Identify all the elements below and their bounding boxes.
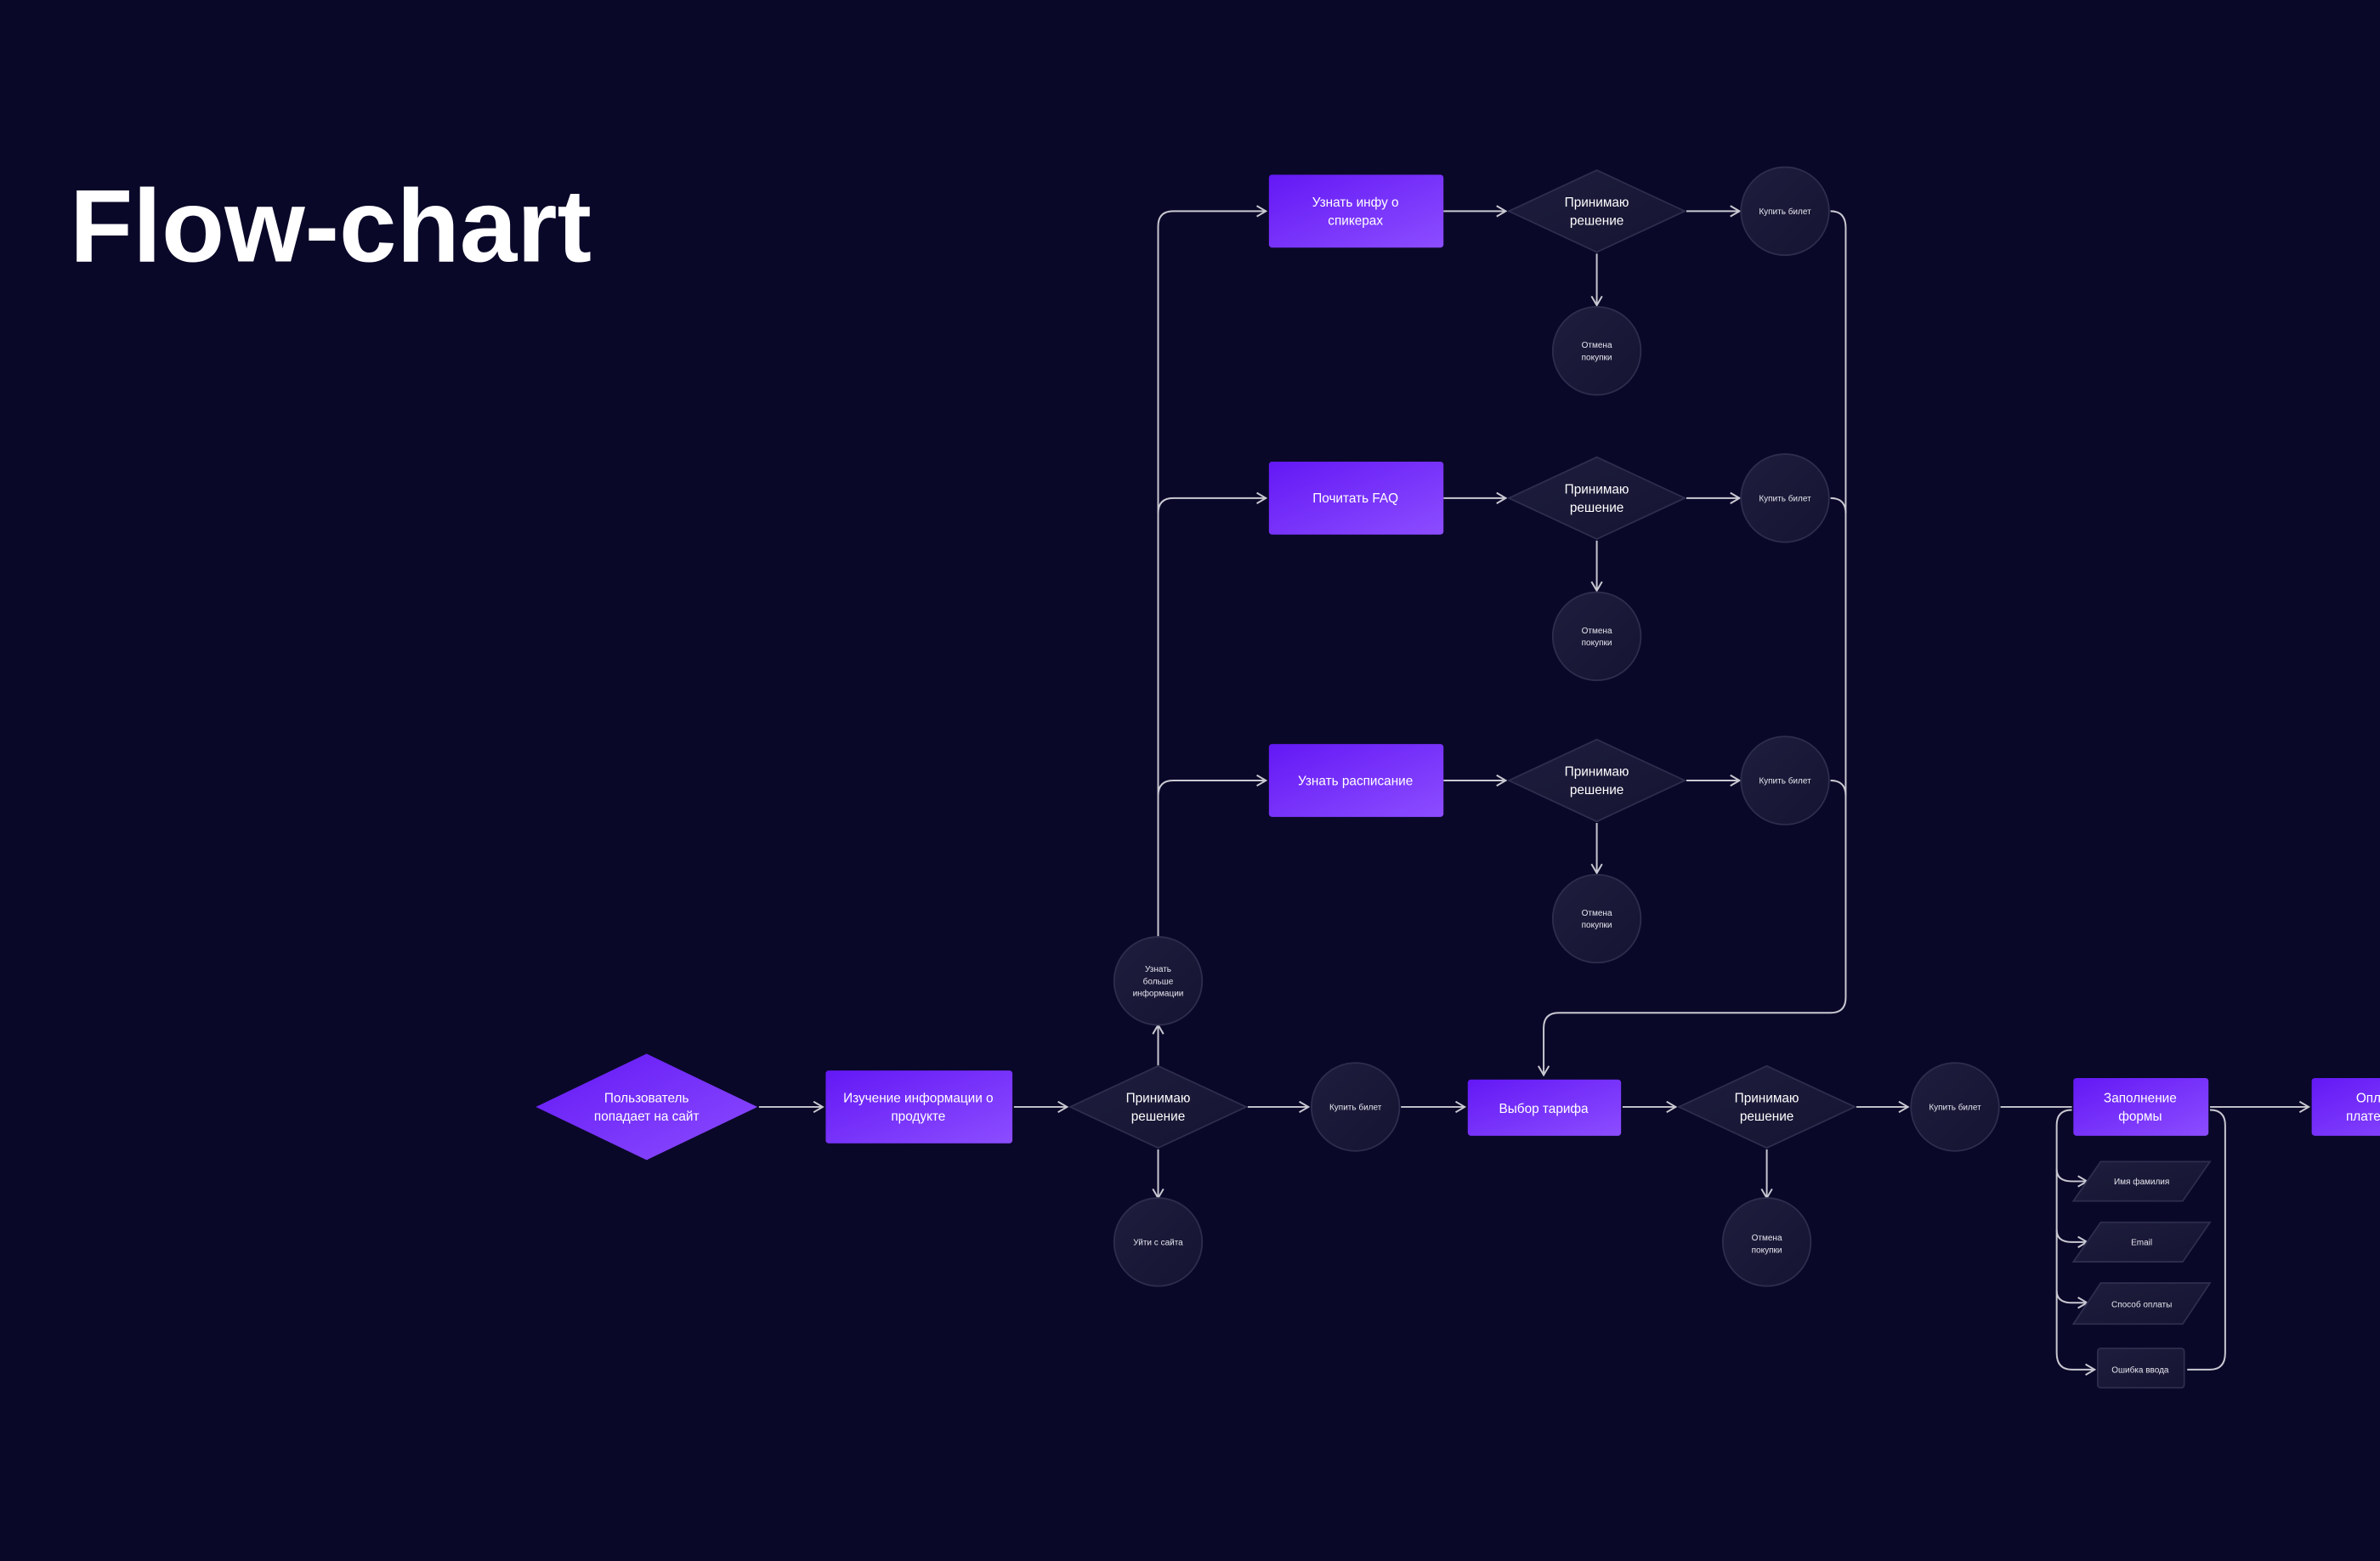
decision-label-1: Принимаю bbox=[1565, 765, 1629, 780]
buy-node-speakers[interactable]: Купить билет bbox=[1740, 166, 1830, 257]
decision-schedule[interactable]: Принимаю решение bbox=[1506, 738, 1687, 823]
cancel-label-1: Отмена bbox=[1582, 909, 1612, 918]
buy-label: Купить билет bbox=[1759, 207, 1811, 217]
start-label-2: попадает на сайт bbox=[594, 1110, 700, 1124]
tariff-node[interactable]: Выбор тарифа bbox=[1467, 1079, 1622, 1136]
connectors bbox=[758, 211, 2309, 1370]
more-info-node[interactable]: Узнать больше информации bbox=[1113, 936, 1204, 1026]
study-node[interactable]: Изучение информации о продукте bbox=[825, 1070, 1013, 1144]
buy-label: Купить билет bbox=[1759, 493, 1811, 503]
start-node[interactable]: Пользователь попадает на сайт bbox=[536, 1053, 758, 1161]
payment-node[interactable]: Оплата платежной bbox=[2311, 1078, 2380, 1136]
cancel-label-2: покупки bbox=[1752, 1246, 1782, 1255]
cancel-label-2: покупки bbox=[1582, 639, 1612, 648]
cancel-node-tariff[interactable]: Отмена покупки bbox=[1721, 1197, 1812, 1287]
branch-cancel-nodes: Отмена покупки Отмена покупки Отмена покупк… bbox=[1551, 305, 1642, 964]
branch-label: Почитать FAQ bbox=[1312, 491, 1398, 506]
branch-label-2: спикерах bbox=[1328, 213, 1383, 228]
branch-schedule[interactable]: Узнать расписание bbox=[1268, 744, 1444, 817]
cancel-label-1: Отмена bbox=[1582, 341, 1612, 350]
buy-node-main[interactable]: Купить билет bbox=[1310, 1062, 1401, 1152]
cancel-label-1: Отмена bbox=[1752, 1234, 1782, 1243]
decision-label-2: решение bbox=[1740, 1110, 1794, 1124]
page-title: Flow-chart bbox=[70, 167, 592, 283]
cancel-node-schedule[interactable]: Отмена покупки bbox=[1551, 873, 1642, 964]
buy-label: Купить билет bbox=[1329, 1103, 1382, 1113]
decision-label-2: решение bbox=[1570, 783, 1624, 798]
more-info-label-3: информации bbox=[1133, 989, 1184, 999]
form-field-payment-method[interactable]: Способ оплаты bbox=[2071, 1282, 2212, 1325]
branch-buy-nodes: Купить билет Купить билет Купить билет bbox=[1740, 166, 1830, 826]
buy-label: Купить билет bbox=[1759, 776, 1811, 786]
decision-tariff[interactable]: Принимаю решение bbox=[1676, 1064, 1857, 1149]
buy-node-faq[interactable]: Купить билет bbox=[1740, 453, 1830, 543]
cancel-label-2: покупки bbox=[1582, 353, 1612, 362]
field-label: Имя фамилия bbox=[2114, 1177, 2169, 1187]
form-node[interactable]: Заполнение формы bbox=[2073, 1078, 2209, 1136]
decision-label-1: Принимаю bbox=[1735, 1092, 1799, 1106]
decision-label-1: Принимаю bbox=[1126, 1092, 1191, 1106]
decision-main[interactable]: Принимаю решение bbox=[1068, 1064, 1249, 1149]
branch-decisions: Принимаю решение Принимаю решение Приним… bbox=[1506, 169, 1687, 823]
decision-label-2: решение bbox=[1570, 501, 1624, 515]
decision-label-1: Принимаю bbox=[1565, 196, 1629, 210]
leave-node[interactable]: Уйти с сайта bbox=[1113, 1197, 1204, 1287]
study-label-1: Изучение информации о bbox=[843, 1092, 993, 1106]
leave-label: Уйти с сайта bbox=[1133, 1238, 1183, 1247]
buy-node-tariff[interactable]: Купить билет bbox=[1910, 1062, 2000, 1152]
decision-faq[interactable]: Принимаю решение bbox=[1506, 456, 1687, 541]
input-error-label: Ошибка ввода bbox=[2111, 1365, 2169, 1375]
buy-node-schedule[interactable]: Купить билет bbox=[1740, 735, 1830, 826]
cancel-node-speakers[interactable]: Отмена покупки bbox=[1551, 305, 1642, 396]
study-label-2: продукте bbox=[891, 1110, 945, 1124]
decision-label-2: решение bbox=[1570, 213, 1624, 228]
cancel-node-faq[interactable]: Отмена покупки bbox=[1551, 591, 1642, 682]
cancel-label-2: покупки bbox=[1582, 921, 1612, 930]
branch-faq[interactable]: Почитать FAQ bbox=[1268, 462, 1444, 535]
tariff-label: Выбор тарифа bbox=[1499, 1102, 1589, 1116]
branch-label-1: Узнать инфу о bbox=[1312, 196, 1399, 210]
buy-label: Купить билет bbox=[1929, 1103, 1981, 1113]
more-info-label-1: Узнать bbox=[1145, 965, 1171, 974]
field-label: Способ оплаты bbox=[2111, 1300, 2172, 1310]
cancel-label-1: Отмена bbox=[1582, 627, 1612, 636]
branch-label: Узнать расписание bbox=[1298, 774, 1413, 788]
form-label-2: формы bbox=[2118, 1110, 2162, 1124]
payment-label-2: платежной bbox=[2346, 1110, 2380, 1124]
branch-speakers[interactable]: Узнать инфу о спикерах bbox=[1268, 174, 1444, 248]
decision-label-1: Принимаю bbox=[1565, 483, 1629, 497]
form-field-email[interactable]: Email bbox=[2071, 1221, 2212, 1263]
decision-speakers[interactable]: Принимаю решение bbox=[1506, 169, 1687, 253]
payment-label-1: Оплата bbox=[2356, 1092, 2380, 1106]
start-label-1: Пользователь bbox=[604, 1092, 689, 1106]
field-label: Email bbox=[2131, 1238, 2152, 1247]
form-label-1: Заполнение bbox=[2104, 1092, 2177, 1106]
more-info-label-2: больше bbox=[1143, 976, 1174, 986]
input-error-node[interactable]: Ошибка ввода bbox=[2096, 1347, 2185, 1389]
form-field-name[interactable]: Имя фамилия bbox=[2071, 1161, 2212, 1202]
decision-label-2: решение bbox=[1131, 1110, 1186, 1124]
